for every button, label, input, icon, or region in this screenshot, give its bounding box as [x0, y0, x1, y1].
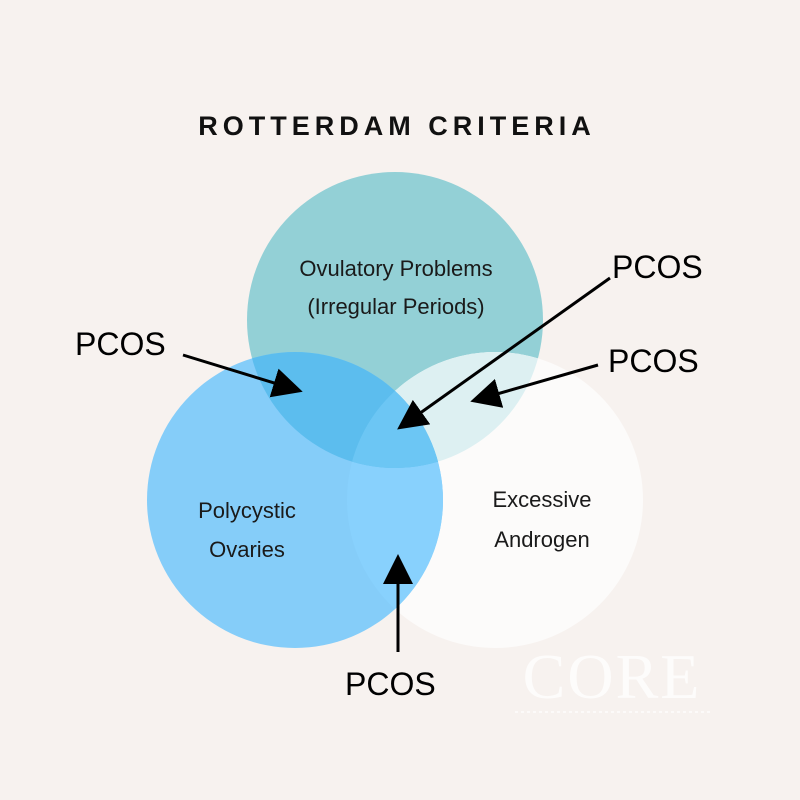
pcos-label-bottom: PCOS — [345, 666, 436, 702]
pcos-label-top-right: PCOS — [612, 249, 703, 285]
ovulatory-label-line1: Ovulatory Problems — [299, 256, 492, 281]
ovulatory-label-line2: (Irregular Periods) — [307, 294, 484, 319]
polycystic-label-line1: Polycystic — [198, 498, 296, 523]
androgen-label-line2: Androgen — [494, 527, 589, 552]
arrow-top-right — [397, 276, 611, 430]
core-logo: CORE — [523, 641, 702, 712]
arrow-right — [470, 363, 599, 408]
pcos-label-right: PCOS — [608, 343, 699, 379]
polycystic-label-line2: Ovaries — [209, 537, 285, 562]
androgen-label-line1: Excessive — [492, 487, 591, 512]
diagram-title: ROTTERDAM CRITERIA — [198, 111, 595, 141]
arrow-left — [182, 353, 303, 398]
pcos-label-left: PCOS — [75, 326, 166, 362]
